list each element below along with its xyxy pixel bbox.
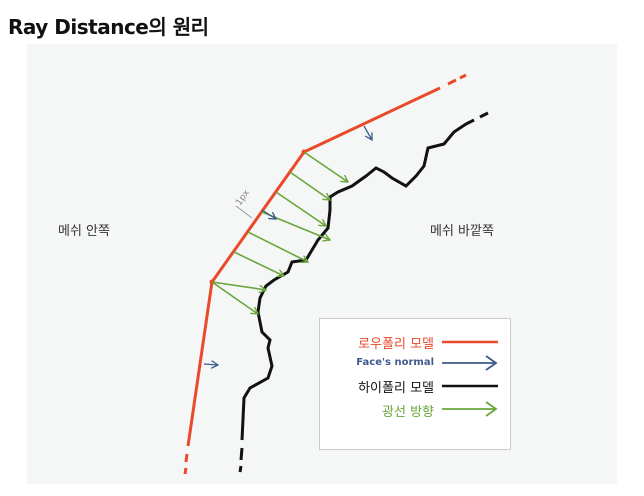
ray-arrows <box>211 151 348 314</box>
low-poly-line <box>186 86 441 447</box>
ray-arrow-icon <box>442 401 498 417</box>
legend-label: 광선 방향 <box>382 405 434 420</box>
face-normal-arrow <box>363 125 372 140</box>
pixel-measure: 1px <box>234 188 252 219</box>
low-poly-swatch <box>442 340 498 344</box>
ray-arrow <box>275 191 326 226</box>
legend: 로우폴리 모델 Face's normal 하이폴리 모델 광선 방향 <box>319 318 511 450</box>
legend-label: 하이폴리 모델 <box>358 381 434 396</box>
high-poly-swatch <box>442 384 498 388</box>
pixel-label: 1px <box>234 188 252 208</box>
ray-arrow <box>303 151 348 182</box>
ray-arrow <box>289 171 330 200</box>
ray-arrow <box>247 231 308 262</box>
high-poly-dash <box>238 111 489 473</box>
legend-item-low-poly: 로우폴리 모델 <box>320 331 510 352</box>
legend-item-ray: 광선 방향 <box>320 399 510 420</box>
ray-arrow <box>211 281 266 290</box>
page-title: Ray Distance의 원리 <box>8 15 209 39</box>
outside-label: 메쉬 바깥쪽 <box>430 224 494 239</box>
inside-label: 메쉬 안쪽 <box>58 224 110 239</box>
normal-arrow-icon <box>442 355 498 371</box>
legend-item-high-poly: 하이폴리 모델 <box>320 375 510 396</box>
face-normal-arrow <box>261 209 276 219</box>
legend-label: 로우폴리 모델 <box>358 337 434 352</box>
ray-arrow <box>211 281 258 314</box>
face-normal-arrow <box>203 364 218 365</box>
ray-arrow <box>233 251 284 276</box>
low-poly-dash <box>183 73 467 475</box>
legend-label: Face's normal <box>356 357 434 368</box>
face-normals <box>203 125 372 365</box>
legend-item-normal: Face's normal <box>320 353 510 373</box>
